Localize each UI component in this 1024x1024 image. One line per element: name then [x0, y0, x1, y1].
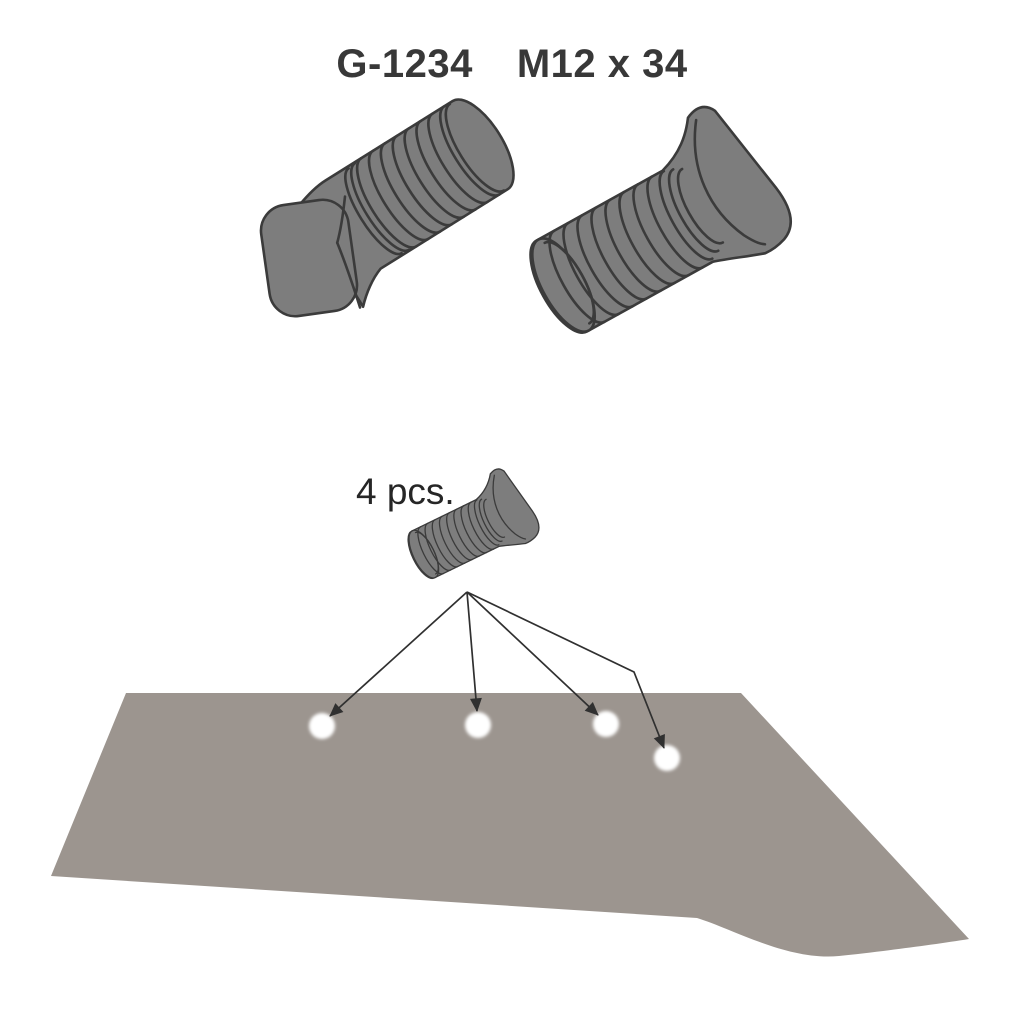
bolt-hole: [465, 712, 491, 738]
quantity-label: 4 pcs.: [356, 471, 455, 512]
placement-arrow: [466, 591, 482, 712]
bolt-hole: [593, 711, 619, 737]
placement-arrow: [466, 591, 599, 716]
page-title: G-1234 M12 x 34: [0, 42, 1024, 87]
plow-bolt-tip-view: [499, 92, 803, 359]
bolt-hole: [654, 745, 680, 771]
bolt-hole: [309, 713, 335, 739]
bolt-holes: [309, 711, 680, 771]
placement-arrow: [466, 591, 665, 749]
placement-arrows: [329, 591, 665, 749]
plow-bolt-head-view: [259, 98, 515, 318]
part-number: G-1234: [336, 42, 473, 86]
share-plate: [51, 693, 969, 957]
bolt-head-face: [259, 198, 359, 318]
part-dimension: M12 x 34: [516, 42, 688, 86]
placement-arrow: [329, 591, 468, 717]
